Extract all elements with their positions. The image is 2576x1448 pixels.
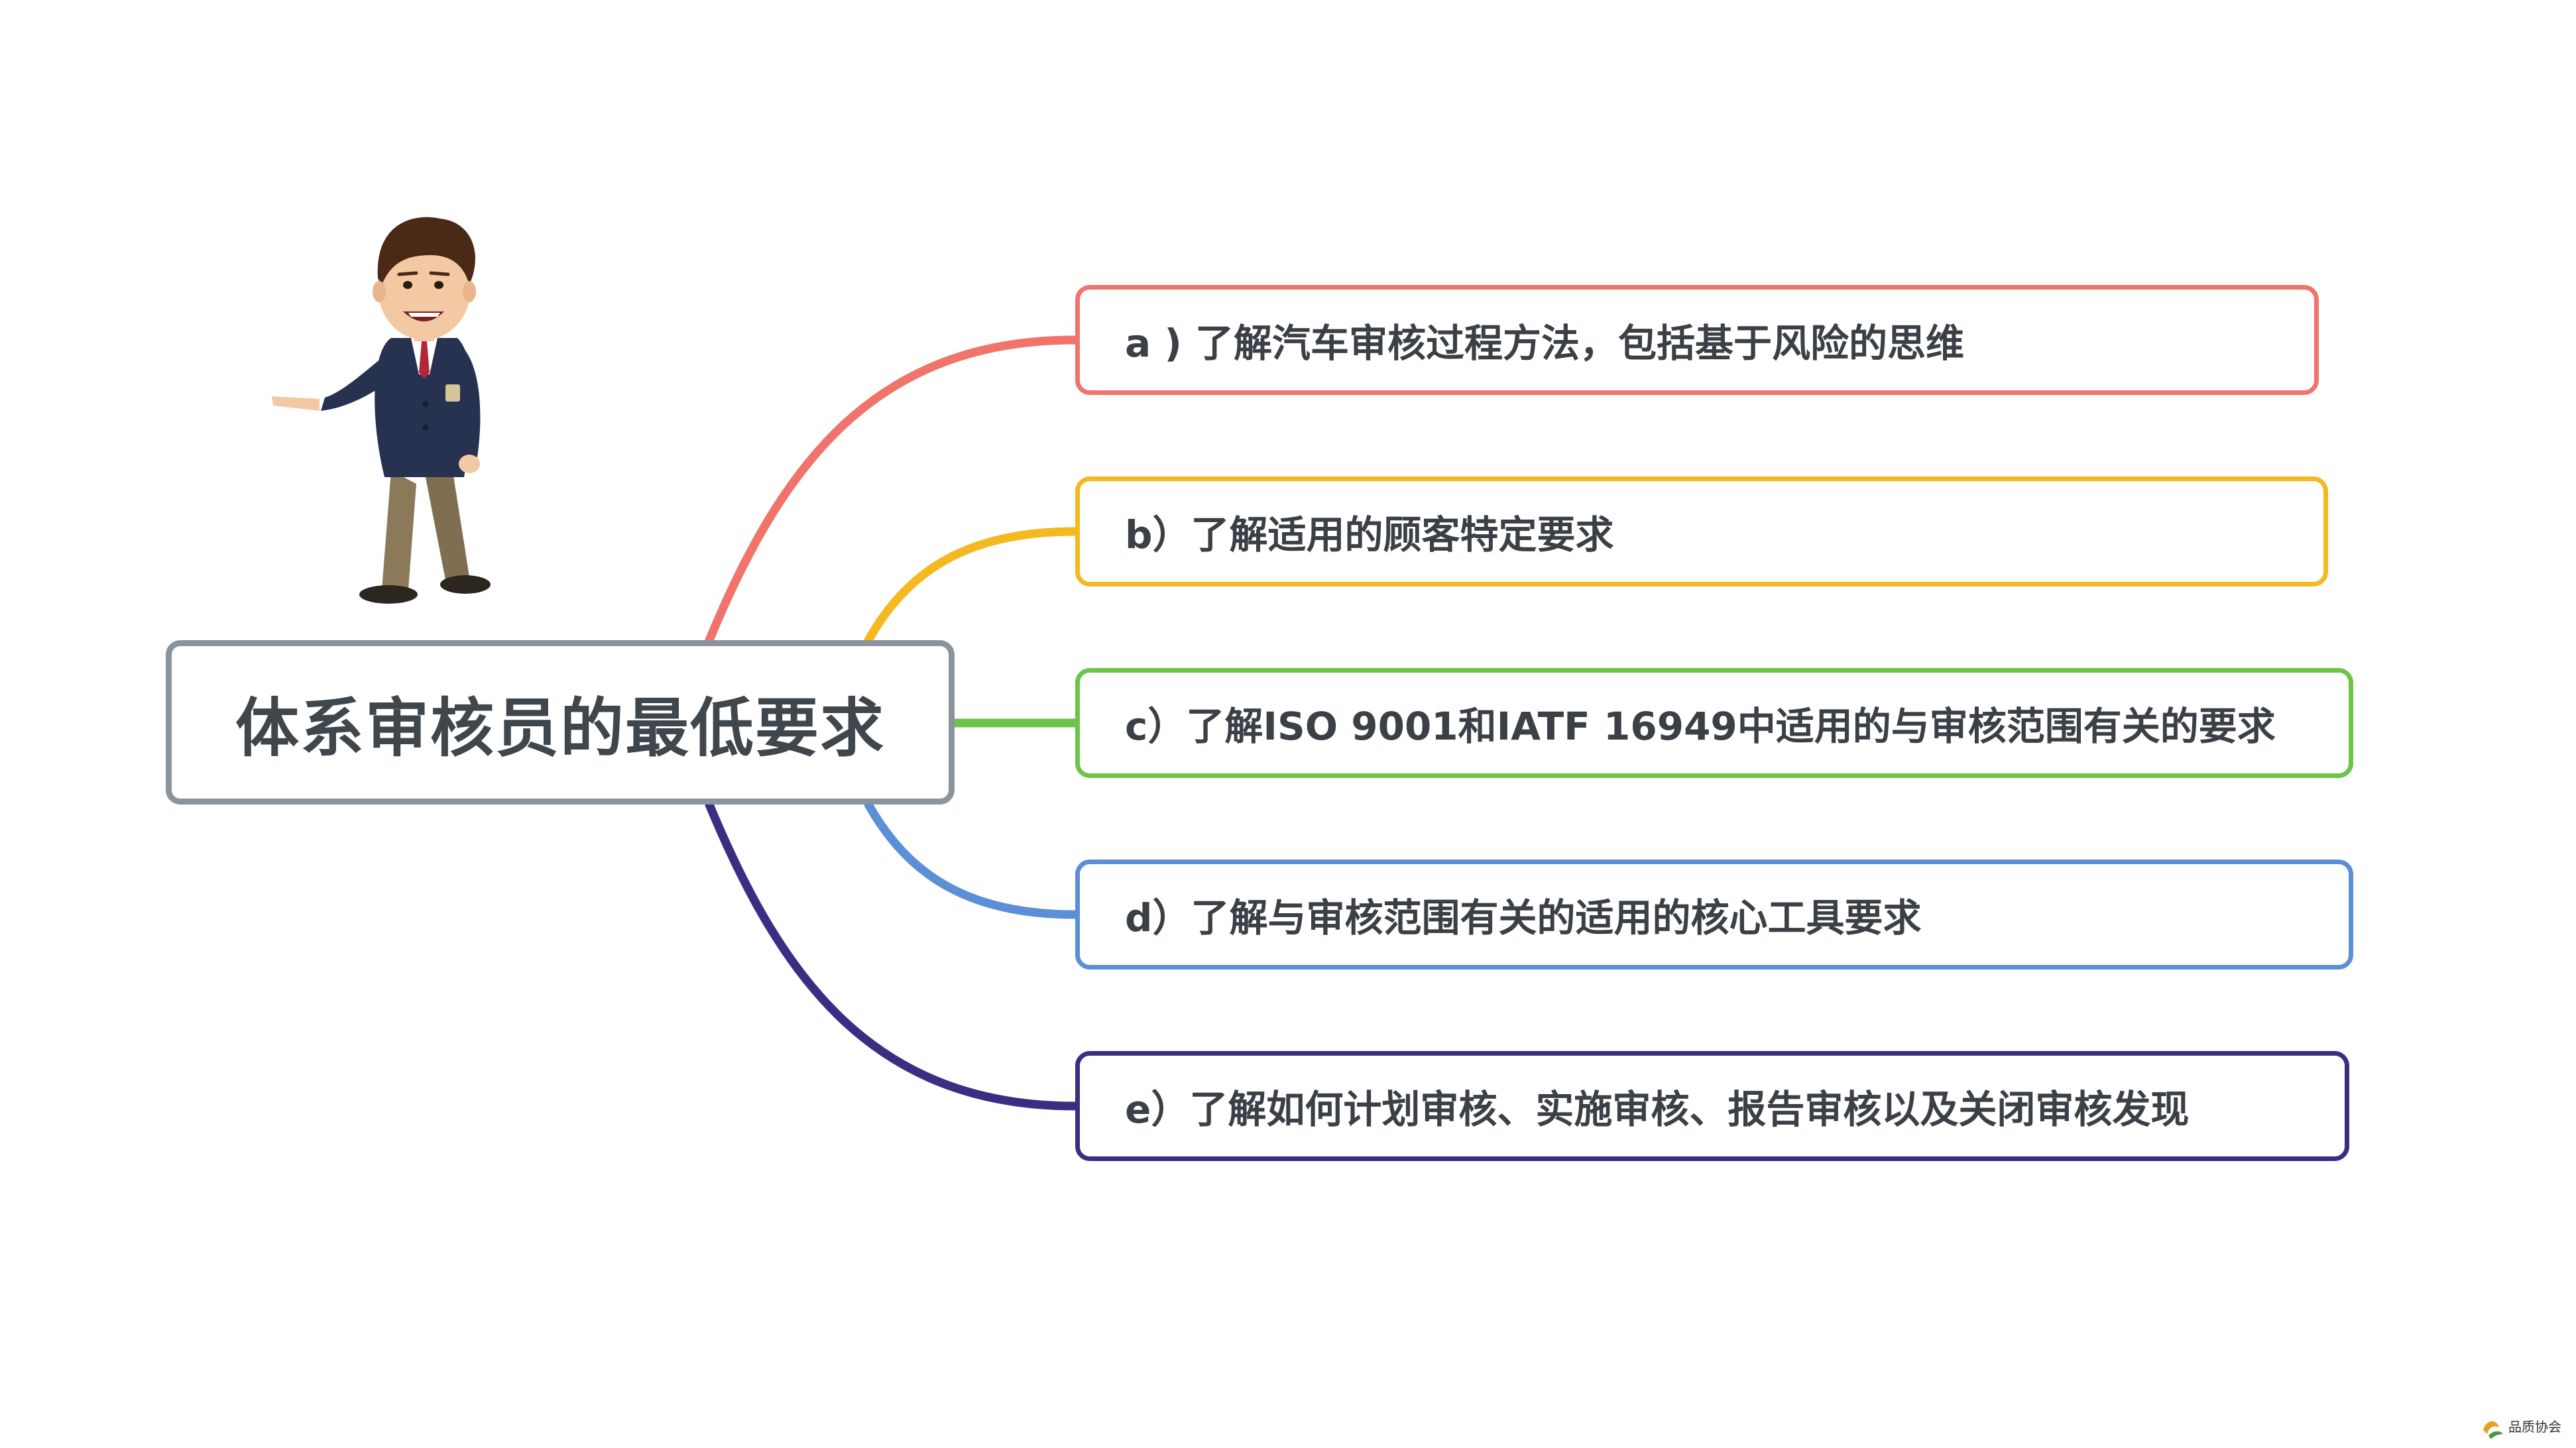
connector-d <box>868 805 1075 915</box>
branch-a: a ) 了解汽车审核过程方法，包括基于风险的思维 <box>1075 285 2319 395</box>
central-topic: 体系审核员的最低要求 <box>166 640 955 805</box>
connector-b <box>868 531 1075 640</box>
connector-e <box>709 805 1075 1106</box>
connector-a <box>709 340 1075 640</box>
branch-c: c）了解ISO 9001和IATF 16949中适用的与审核范围有关的要求 <box>1075 668 2353 778</box>
watermark-logo: 品质协会 <box>2479 1410 2572 1443</box>
businessman-illustration <box>259 199 550 610</box>
branch-b: b）了解适用的顾客特定要求 <box>1075 476 2328 586</box>
branch-d: d）了解与审核范围有关的适用的核心工具要求 <box>1075 860 2353 970</box>
watermark-text: 品质协会 <box>2508 1419 2561 1435</box>
branch-e: e）了解如何计划审核、实施审核、报告审核以及关闭审核发现 <box>1075 1051 2349 1161</box>
